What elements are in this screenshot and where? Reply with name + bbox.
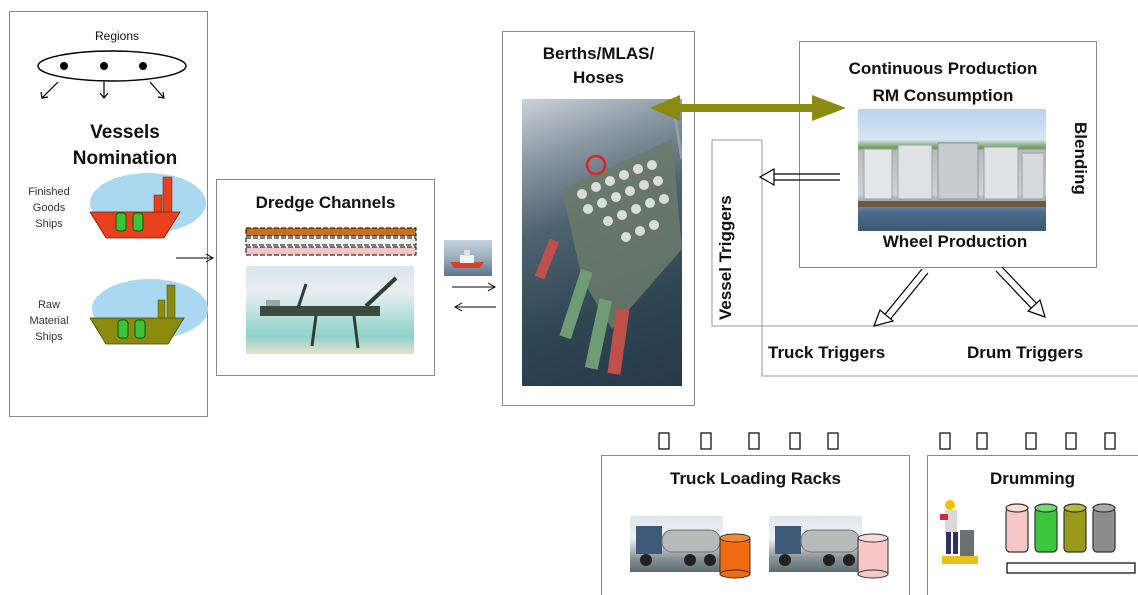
- arrow-to-drum-triggers: [995, 270, 1034, 311]
- bay-marker: [1104, 432, 1116, 450]
- vessels-title-line2: Nomination: [72, 148, 178, 169]
- gray-drum: [1092, 507, 1116, 553]
- pink-drum: [1005, 507, 1029, 553]
- bay-marker: [700, 432, 712, 450]
- vessels-title: Vessels Nomination: [55, 120, 195, 172]
- drum-triggers-label: Drum Triggers: [967, 343, 1084, 362]
- bay-marker: [658, 432, 670, 450]
- highlight-circle: [585, 154, 607, 176]
- production-title-line1: Continuous Production: [848, 59, 1038, 78]
- drum-conveyor: [1006, 562, 1136, 574]
- truck-triggers-label: Truck Triggers: [768, 343, 886, 362]
- dredge-channels-title: Dredge Channels: [255, 193, 396, 212]
- dredge-photo: [246, 266, 414, 354]
- region-arrow: [149, 81, 165, 99]
- berths-title-line1: Berths/MLAS/: [542, 44, 655, 63]
- region-dot: [100, 62, 108, 70]
- bay-marker: [789, 432, 801, 450]
- production-title-line2: RM Consumption: [872, 86, 1014, 105]
- blending-label: Blending: [1071, 122, 1090, 195]
- production-title: Continuous Production RM Consumption: [799, 55, 1087, 109]
- region-arrow: [41, 81, 59, 99]
- berths-production-link-arrow: [650, 95, 846, 121]
- finished-label-line1: Finished: [28, 186, 70, 198]
- region-dot: [139, 62, 147, 70]
- region-dot: [60, 62, 68, 70]
- regions-ellipse: [37, 50, 187, 82]
- tank-farm-photo: [858, 109, 1046, 231]
- finished-label-line3: Ships: [35, 218, 63, 230]
- finished-goods-ships-label: Finished Goods Ships: [14, 184, 84, 232]
- bay-marker: [939, 432, 951, 450]
- truck-photo-1: [630, 516, 723, 572]
- truck-loading-racks-title: Truck Loading Racks: [670, 469, 841, 488]
- olive-drum: [1063, 507, 1087, 553]
- raw-material-ships-label: Raw Material Ships: [14, 297, 84, 345]
- port-aerial-photo: [522, 99, 682, 386]
- finished-label-line2: Goods: [32, 202, 66, 214]
- orange-drum: [719, 537, 751, 575]
- pink-drum: [857, 537, 889, 575]
- wheel-production-label: Wheel Production: [882, 232, 1028, 251]
- vessels-title-line1: Vessels: [90, 122, 160, 143]
- truck-photo-2: [769, 516, 862, 572]
- drumming-title: Drumming: [990, 469, 1075, 488]
- raw-label-line3: Ships: [35, 331, 63, 343]
- green-drum: [1034, 507, 1058, 553]
- bay-marker: [1065, 432, 1077, 450]
- raw-label-line2: Material: [29, 315, 69, 327]
- raw-label-line1: Raw: [37, 299, 60, 311]
- berths-title-line2: Hoses: [572, 68, 625, 87]
- bay-marker: [827, 432, 839, 450]
- bay-marker: [976, 432, 988, 450]
- tugboat-photo: [444, 240, 492, 276]
- bay-marker: [1025, 432, 1037, 450]
- drum-worker-photo: [936, 496, 980, 572]
- berths-title: Berths/MLAS/ Hoses: [502, 42, 695, 90]
- regions-label: Regions: [94, 29, 140, 43]
- arrow-to-truck-triggers: [881, 268, 923, 319]
- bay-marker: [748, 432, 760, 450]
